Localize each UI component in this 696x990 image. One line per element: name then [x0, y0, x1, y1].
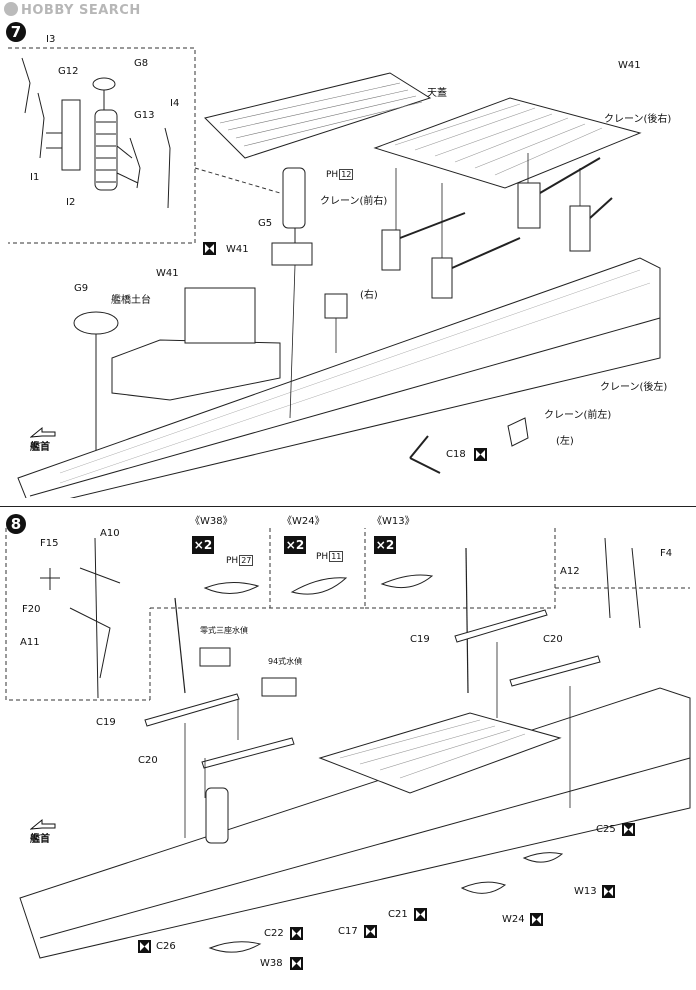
label-g9: G9: [74, 283, 89, 294]
cement-glue-icon: [138, 940, 151, 953]
bow-marker-8: 艦首: [30, 818, 56, 845]
label-g12: G12: [58, 66, 79, 77]
cement-glue-icon: [364, 925, 377, 938]
label-w38-title: 《W38》: [190, 516, 233, 527]
label-w24-title: 《W24》: [282, 516, 325, 527]
label-crane-rear-right: クレーン(後右): [604, 114, 672, 125]
label-w38: W38: [260, 958, 283, 969]
label-i4: I4: [170, 98, 180, 109]
step-7-badge: 7: [6, 22, 26, 42]
label-w13: W13: [574, 886, 597, 897]
label-a11: A11: [20, 637, 40, 648]
cement-glue-icon: [414, 908, 427, 921]
label-c18: C18: [446, 449, 466, 460]
label-i1: I1: [30, 172, 40, 183]
qty-x2-w38: ×2: [192, 536, 214, 554]
label-i3: I3: [46, 34, 56, 45]
label-crane-front-right: クレーン(前右): [320, 196, 388, 207]
label-bridge-base: 艦橋土台: [111, 295, 151, 306]
label-crane-rear-left: クレーン(後左): [600, 382, 668, 393]
label-c22: C22: [264, 928, 284, 939]
label-c17: C17: [338, 926, 358, 937]
step-divider: [0, 506, 696, 507]
label-w41-left: W41: [156, 268, 179, 279]
cement-glue-icon: [290, 927, 303, 940]
label-a10: A10: [100, 528, 120, 539]
bow-direction-arrow-icon: [30, 818, 56, 830]
label-left-part: (左): [556, 436, 574, 447]
label-c25: C25: [596, 824, 616, 835]
cement-glue-icon: [622, 823, 635, 836]
cement-glue-icon: [290, 957, 303, 970]
label-i2: I2: [66, 197, 76, 208]
label-c20-left: C20: [138, 755, 158, 766]
label-c21: C21: [388, 909, 408, 920]
step-7-drawing: [8, 47, 661, 498]
label-w41-top: W41: [618, 60, 641, 71]
label-seaplane-94: 94式水偵: [268, 657, 303, 666]
label-seaplane-zero: 零式三座水偵: [200, 626, 248, 635]
label-g13: G13: [134, 110, 155, 121]
hobby-search-logo-icon: [4, 2, 18, 16]
label-tenkai: 天蓋: [427, 88, 447, 99]
label-g8: G8: [134, 58, 149, 69]
label-c19-right: C19: [410, 634, 430, 645]
watermark-logo: HOBBY SEARCH: [4, 2, 141, 18]
label-f20: F20: [22, 604, 41, 615]
label-c19-left: C19: [96, 717, 116, 728]
cement-glue-icon: [474, 448, 487, 461]
step-8-drawing: [5, 528, 691, 959]
label-c26: C26: [156, 941, 176, 952]
cement-glue-icon: [602, 885, 615, 898]
label-w24: W24: [502, 914, 525, 925]
label-right-part: (右): [360, 290, 378, 301]
cement-glue-icon: [203, 242, 216, 255]
label-w13-title: 《W13》: [372, 516, 415, 527]
label-w41-mid: W41: [226, 244, 249, 255]
step-8-badge: 8: [6, 514, 26, 534]
qty-x2-w24: ×2: [284, 536, 306, 554]
qty-x2-w13: ×2: [374, 536, 396, 554]
label-f15: F15: [40, 538, 59, 549]
label-crane-front-left: クレーン(前左): [544, 410, 612, 421]
label-a12: A12: [560, 566, 580, 577]
label-f4: F4: [660, 548, 673, 559]
label-c20-right: C20: [543, 634, 563, 645]
bow-marker-7: 艦首: [30, 426, 56, 453]
cement-glue-icon: [530, 913, 543, 926]
bow-direction-arrow-icon: [30, 426, 56, 438]
label-g5: G5: [258, 218, 273, 229]
